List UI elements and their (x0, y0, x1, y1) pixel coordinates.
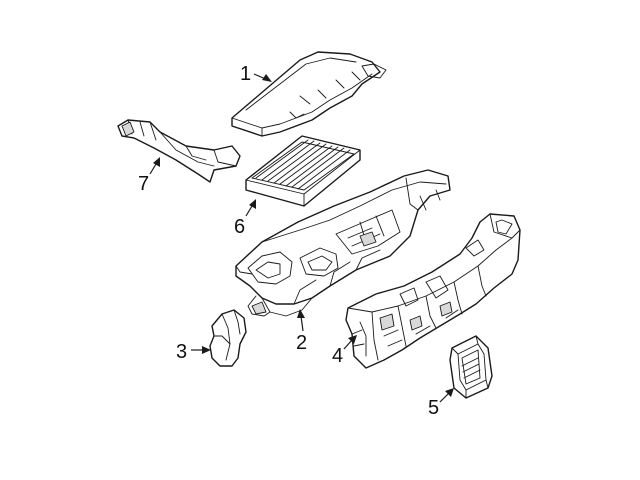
callout-number-5: 5 (428, 397, 439, 419)
callout-leader-7 (149, 163, 157, 175)
callout-leader-6 (245, 205, 253, 217)
callout-arrowhead-5 (445, 388, 454, 397)
callout-7: 7 (138, 157, 160, 195)
part-1-housing-cover (231, 51, 387, 137)
callout-6: 6 (234, 199, 256, 238)
callout-leader-2 (300, 315, 304, 332)
part-5-vent-bezel (449, 335, 493, 399)
callout-2: 2 (296, 309, 307, 354)
part-2-blower-housing (235, 169, 451, 317)
callout-5: 5 (428, 388, 454, 419)
part-3-duct-elbow (209, 309, 247, 367)
callout-arrowhead-7 (153, 157, 160, 167)
callout-number-2: 2 (296, 332, 307, 354)
filter-pleats (255, 139, 351, 190)
callout-arrowhead-2 (297, 309, 305, 318)
part-7-duct-channel (117, 119, 241, 183)
callout-arrowhead-6 (249, 199, 256, 209)
callout-number-1: 1 (240, 63, 251, 85)
callout-leader-4 (343, 339, 353, 350)
callout-number-3: 3 (176, 341, 187, 363)
callout-1: 1 (240, 63, 272, 85)
callout-number-4: 4 (332, 345, 343, 367)
callout-number-7: 7 (138, 173, 149, 195)
callout-4: 4 (332, 335, 357, 367)
callout-arrowhead-4 (348, 335, 357, 344)
callout-number-6: 6 (234, 216, 245, 238)
callout-leader-5 (439, 392, 450, 403)
part-6-cabin-filter (245, 135, 361, 207)
callout-3: 3 (176, 341, 211, 363)
part-4-distribution-housing (345, 213, 521, 369)
callout-arrowhead-1 (262, 74, 272, 82)
callout-arrowhead-3 (202, 346, 211, 354)
